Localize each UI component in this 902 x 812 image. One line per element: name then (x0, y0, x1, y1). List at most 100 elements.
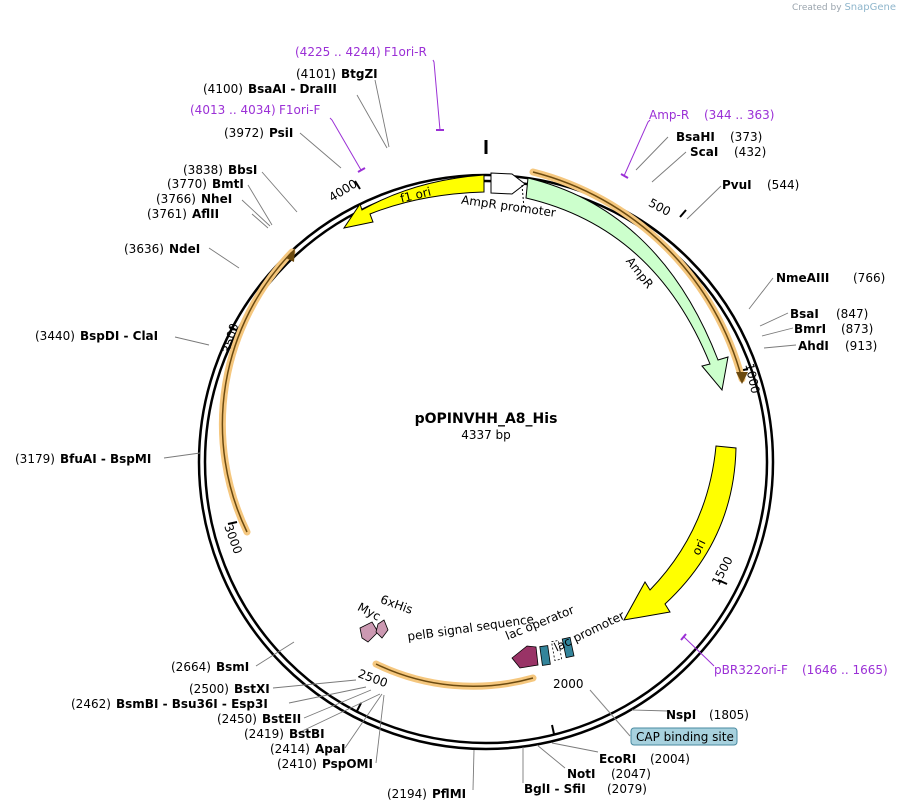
feature-myc (359, 621, 379, 643)
leader-pflmi (472, 749, 475, 791)
enzyme-pos-bsmbi: (2462) (71, 697, 111, 711)
primer-f1ori-r-range: (4225 .. 4244) (295, 45, 381, 59)
enzyme-pos-bfuai-bspmi: (3179) (15, 452, 55, 466)
tick-mark-3000 (227, 521, 238, 525)
leader-ecori (551, 742, 599, 753)
enzyme-pos-nmeaiii: (766) (853, 271, 885, 285)
enzyme-name-bmri: BmrI (794, 322, 826, 336)
leader-bsmbi (288, 686, 367, 704)
enzyme-name-bsmi: BsmI (216, 660, 249, 674)
enzyme-name-bmti: BmtI (212, 177, 244, 191)
enzyme-pos-ndei: (3636) (124, 242, 164, 256)
enzyme-pos-scai: (432) (734, 145, 766, 159)
orf-arc-left-line (221, 251, 293, 533)
snapgene-logo: SnapGene (844, 2, 896, 13)
backbone-outer (197, 173, 775, 751)
enzyme-name-pspomi: PspOMI (322, 757, 373, 771)
tick-mark-2000 (551, 724, 555, 735)
leader-noti (536, 744, 566, 769)
enzyme-pos-psii: (3972) (224, 126, 264, 140)
tick-mark-1500 (717, 579, 728, 585)
enzyme-name-nspi: NspI (666, 708, 696, 722)
enzyme-pos-bsmi: (2664) (171, 660, 211, 674)
leader-bstbi (297, 693, 381, 734)
feature-lac-promoter-box (561, 636, 575, 659)
backbone-inner (203, 179, 769, 745)
leader-pspomi (375, 694, 385, 764)
enzyme-pos-apai: (2414) (270, 742, 310, 756)
primer-f1ori-r: (4225 .. 4244) F1ori-R (295, 45, 444, 131)
enzyme-name-bgli-sfii: BglI - SfiI (524, 782, 586, 796)
enzyme-pos-bstxi: (2500) (189, 682, 229, 696)
enzyme-pos-bmti: (3770) (167, 177, 207, 191)
enzyme-pos-bspdi-clai: (3440) (35, 329, 75, 343)
leader-psii (299, 132, 342, 169)
plasmid-size: 4337 bp (461, 428, 511, 442)
primer-f1ori-r-label: F1ori-R (384, 45, 427, 59)
leader-aflii (251, 213, 269, 229)
leader-nspi (631, 709, 669, 712)
leader-bsahi (635, 136, 669, 171)
leader-nmeaiii (748, 277, 774, 310)
enzyme-name-bsai: BsaI (790, 307, 819, 321)
leader-bsai (759, 312, 789, 327)
enzyme-leader-lines (163, 79, 797, 791)
enzyme-name-aflii: AflII (192, 207, 219, 221)
leader-apai (344, 693, 383, 749)
orf-arc-bottom-line (375, 663, 534, 688)
leader-bbsi (261, 171, 298, 213)
orf-arc-left-head (286, 248, 295, 262)
enzyme-name-ecori: EcoRI (599, 752, 636, 766)
tick-marks (227, 180, 749, 735)
enzyme-pos-bsahi: (373) (730, 130, 762, 144)
tick-mark-2500 (356, 702, 362, 712)
primer-f1ori-f: (4013 .. 4034) F1ori-F (190, 103, 366, 173)
enzyme-pos-ahdi: (913) (845, 339, 877, 353)
enzyme-name-bspdi-clai: BspDI - ClaI (80, 329, 158, 343)
primer-f1ori-f-bar (357, 167, 366, 173)
feature-lac-operator-dashed (551, 639, 563, 661)
enzyme-pos-bbsi: (3838) (183, 163, 223, 177)
enzyme-name-noti: NotI (567, 767, 596, 781)
enzyme-pos-nspi: (1805) (709, 708, 749, 722)
credit-prefix: Created by (792, 3, 842, 13)
primer-pbr322ori-f-leader (683, 636, 715, 667)
enzyme-pos-bgli-sfii: (2079) (607, 782, 647, 796)
enzyme-pos-pspomi: (2410) (277, 757, 317, 771)
feature-pelb (511, 645, 539, 669)
enzyme-pos-pflmi: (2194) (387, 787, 427, 801)
enzyme-name-bsmbi: BsmBI - Bsu36I - Esp3I (116, 697, 268, 711)
snapgene-credit: Created by SnapGene (792, 2, 896, 13)
enzyme-pos-nhei: (3766) (156, 192, 196, 206)
feature-lac-operator-box (539, 645, 551, 666)
tick-label-500: 500 (646, 196, 673, 219)
enzyme-pos-btgzi: (4101) (296, 67, 336, 81)
enzyme-name-nmeaiii: NmeAIII (776, 271, 829, 285)
leader-ahdi (763, 344, 797, 349)
tick-mark-500 (679, 209, 687, 218)
orf-arcs (218, 168, 748, 690)
feature-label-ori: ori (689, 537, 708, 557)
orf-arc-ampr-line (532, 171, 743, 380)
leader-bsaai-draiii (356, 94, 388, 149)
primer-f1ori-f-leader (329, 117, 362, 171)
enzyme-name-pvui: PvuI (722, 178, 752, 192)
primer-f1ori-f-range: (4013 .. 4034) (190, 103, 276, 117)
primer-amp-r-range: (344 .. 363) (704, 108, 774, 122)
enzyme-name-psii: PsiI (269, 126, 293, 140)
feature-ori (623, 445, 737, 621)
leader-bsteii (303, 689, 372, 719)
enzyme-labels: (4101) BtgZI (4100) BsaAI - DraIII (3972… (15, 67, 885, 801)
enzyme-name-bfuai-bspmi: BfuAI - BspMI (60, 452, 151, 466)
orf-arc-left (218, 248, 296, 536)
leader-bstxi (272, 679, 357, 689)
cap-binding-site-box (630, 727, 738, 746)
primer-f1ori-f-label: F1ori-F (279, 103, 320, 117)
feature-f1-ori (342, 174, 485, 229)
orf-arc-ampr-head (736, 372, 748, 384)
cap-leader-line (589, 689, 631, 737)
enzyme-pos-bmri: (873) (841, 322, 873, 336)
primer-pbr322ori-f: pBR322ori-F (1646 .. 1665) (680, 633, 888, 677)
leader-bmti (247, 184, 273, 226)
feature-ampr (525, 177, 729, 392)
